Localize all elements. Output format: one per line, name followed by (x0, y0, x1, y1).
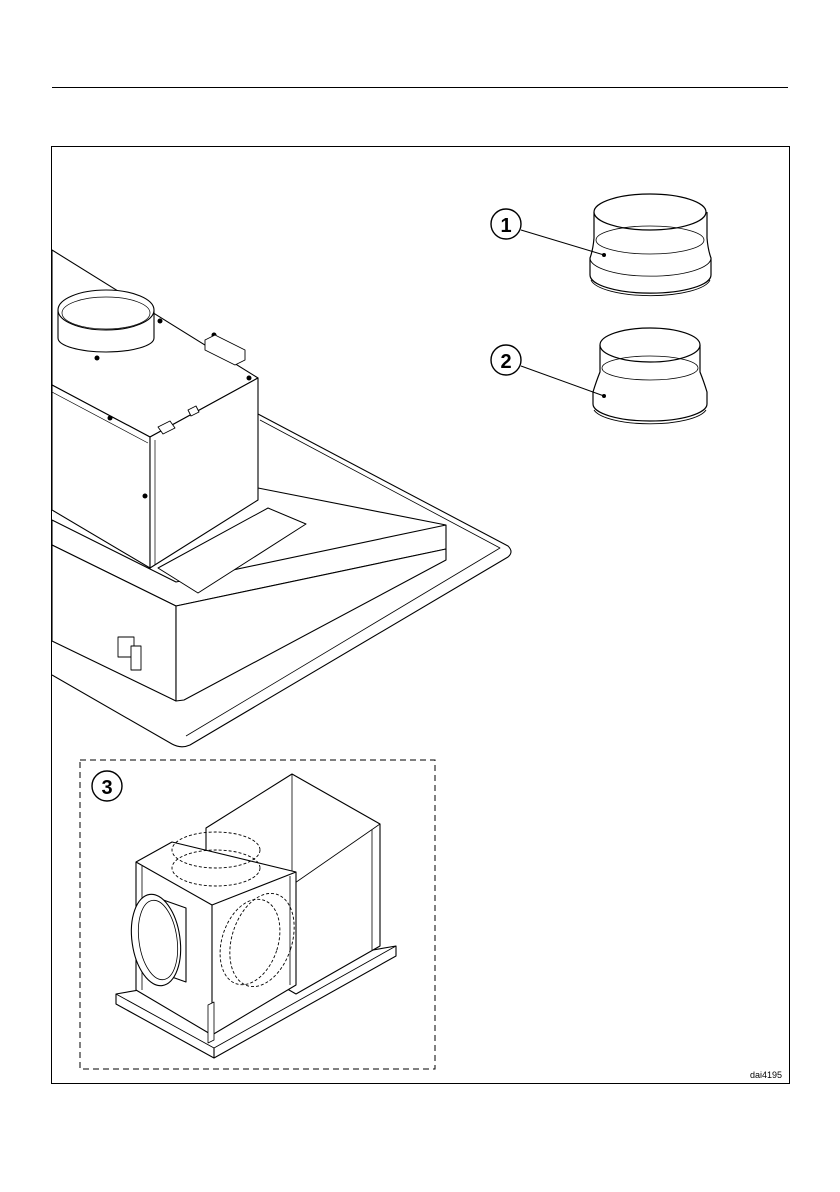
callout-3-label: 3 (101, 777, 112, 799)
callout-3: 3 (92, 771, 122, 801)
callout-1-label: 1 (500, 215, 511, 237)
figure-code: dai4195 (750, 1070, 782, 1080)
callout-2-label: 2 (500, 351, 511, 373)
adapter-ring-2 (593, 328, 707, 424)
fan-unit-illustration (116, 774, 396, 1058)
adapter-ring-1 (590, 194, 711, 296)
cooker-hood-illustration (52, 250, 511, 747)
callout-2: 2 (491, 345, 521, 375)
callout-1: 1 (491, 209, 521, 239)
